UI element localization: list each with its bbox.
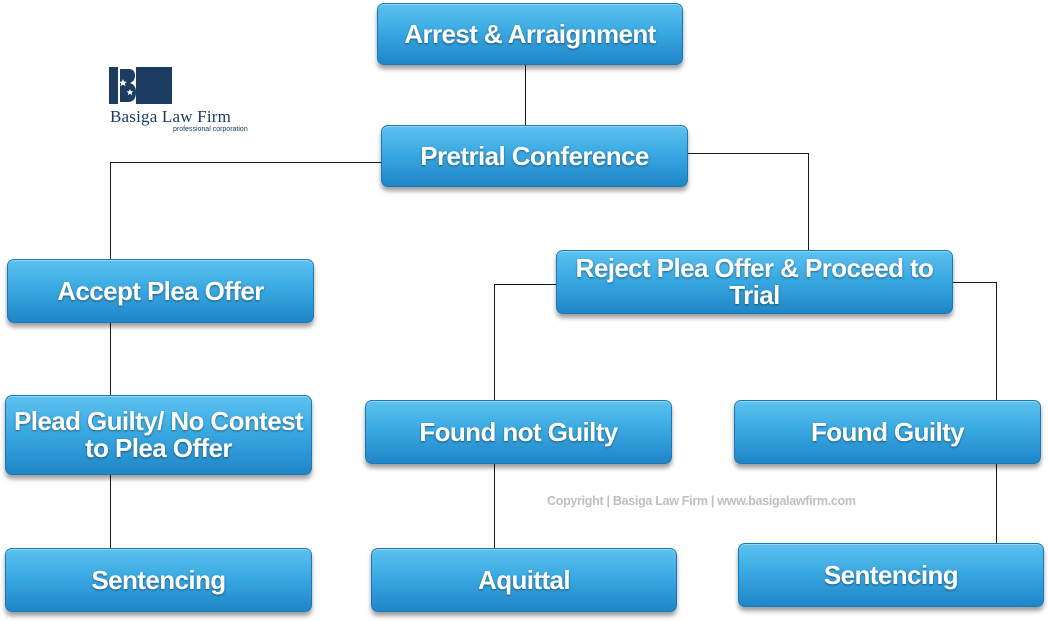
logo: Basiga Law Firm professional corporation xyxy=(109,67,279,139)
node-aquittal: Aquittal xyxy=(371,548,677,612)
logo-name: Basiga Law Firm xyxy=(110,107,232,126)
node-plead-guilty: Plead Guilty/ No Contest to Plea Offer xyxy=(5,395,312,475)
node-reject-plea-offer: Reject Plea Offer & Proceed to Trial xyxy=(556,250,953,314)
node-found-not-guilty: Found not Guilty xyxy=(365,400,672,464)
logo-tagline: professional corporation xyxy=(173,126,248,133)
connector-pretrial-accept xyxy=(110,162,381,259)
node-accept-plea-offer: Accept Plea Offer xyxy=(7,259,314,323)
node-pretrial-conference: Pretrial Conference xyxy=(381,125,688,187)
node-sentencing-trial: Sentencing xyxy=(738,543,1044,607)
node-found-guilty: Found Guilty xyxy=(734,400,1041,464)
copyright-notice: Copyright | Basiga Law Firm | www.basiga… xyxy=(547,494,856,508)
node-arrest-arraignment: Arrest & Arraignment xyxy=(377,3,683,65)
connector-reject-guilty xyxy=(953,282,997,400)
node-sentencing-plea: Sentencing xyxy=(5,548,312,612)
connector-pretrial-reject xyxy=(688,153,809,250)
logo-mark-icon xyxy=(109,67,172,104)
connector-reject-notguilty xyxy=(494,284,556,400)
